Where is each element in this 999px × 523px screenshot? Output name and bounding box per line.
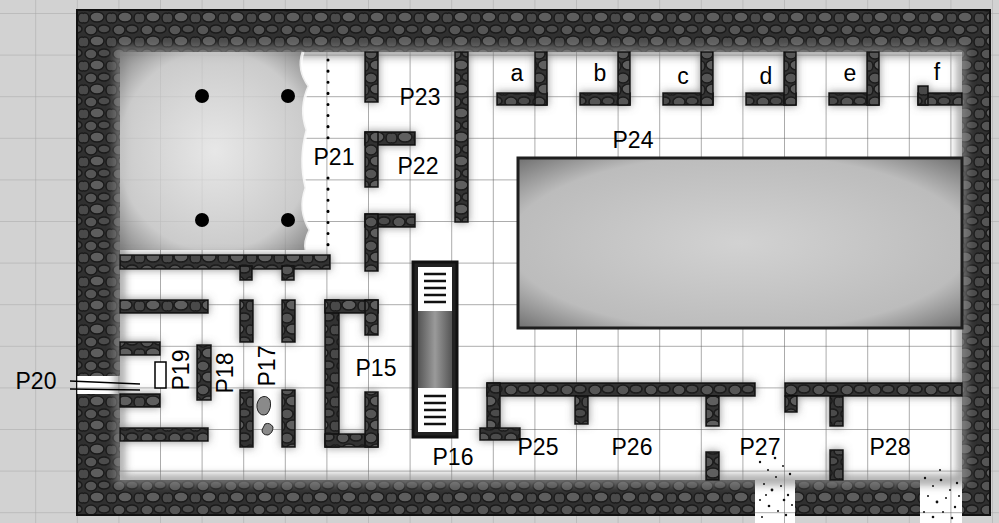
inner-walls [120,52,962,480]
room-label: P22 [398,155,439,178]
room-label: P21 [314,146,355,169]
room-label: P28 [870,436,911,459]
leader-line [70,381,140,390]
room-label: P18 [214,353,237,394]
room-label: a [511,62,524,85]
room-label: f [934,61,940,84]
room-label: P25 [518,436,559,459]
room-label: P15 [356,357,397,380]
room-label: P26 [612,436,653,459]
room-label: P19 [170,350,193,391]
room-label: P17 [256,346,279,387]
stairs [413,262,457,437]
room-label: P23 [400,86,441,109]
rubble [257,396,273,435]
floor [77,52,962,523]
room-label: P20 [16,370,57,393]
pool-room [120,52,328,250]
room-label: P24 [613,129,654,152]
door [155,362,166,388]
room-label: P16 [433,446,474,469]
room-label: d [760,65,773,88]
gravel [759,457,960,520]
outer-wall [77,10,990,515]
room-label: e [844,62,857,85]
room-label: P27 [740,436,781,459]
room-label: b [594,62,607,85]
pool [518,158,962,328]
room-label: c [677,65,689,88]
